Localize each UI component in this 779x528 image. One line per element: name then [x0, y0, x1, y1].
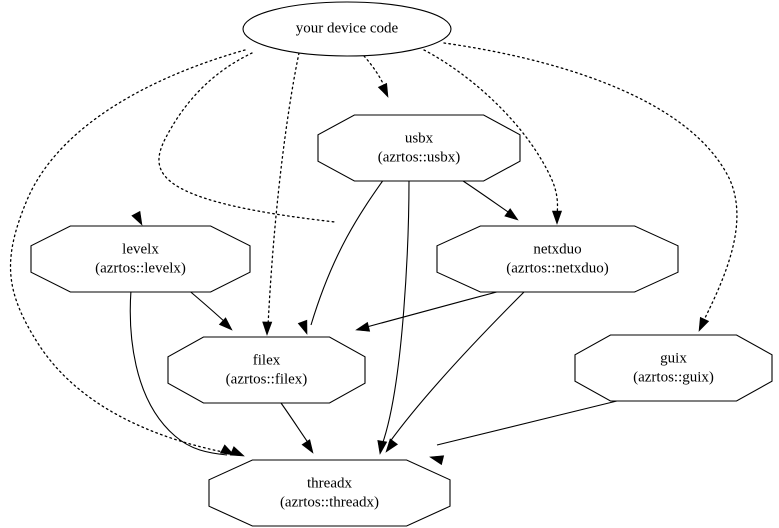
- arrowhead-triangle: [262, 321, 273, 336]
- arrowhead: [504, 208, 519, 221]
- arrowhead-triangle: [301, 439, 314, 454]
- node-usbx[interactable]: usbx(azrtos::usbx): [317, 114, 521, 182]
- arrowhead-triangle: [504, 208, 519, 221]
- node-label-netxduo: netxduo: [533, 241, 581, 257]
- node-namespace-filex: (azrtos::filex): [226, 371, 308, 387]
- edge-device-to-threadx: [9, 49, 246, 453]
- node-namespace-threadx: (azrtos::threadx): [280, 494, 379, 510]
- node-label-filex: filex: [253, 352, 281, 368]
- node-filex[interactable]: filex(azrtos::filex): [167, 336, 366, 404]
- node-shape-octagon-netxduo: [436, 225, 679, 293]
- arrowhead: [385, 438, 399, 453]
- node-shape-octagon-filex: [167, 336, 366, 404]
- arrowhead: [297, 319, 308, 335]
- arrowhead: [131, 210, 143, 226]
- arrowhead-triangle: [131, 210, 143, 226]
- node-label-device: your device code: [296, 20, 399, 36]
- node-shape-octagon-usbx: [317, 114, 521, 182]
- edge-device-to-usbx: [363, 55, 386, 89]
- arrowheads-layer: [131, 82, 710, 466]
- arrowhead: [218, 317, 233, 331]
- edge-device-to-guix: [443, 42, 738, 323]
- arrowhead: [262, 321, 273, 336]
- edge-netxduo-to-threadx: [388, 289, 527, 444]
- edge-device-to-filex: [267, 52, 300, 327]
- node-shape-octagon-guix: [574, 334, 773, 402]
- arrowhead: [355, 321, 371, 332]
- arrowhead: [229, 446, 245, 457]
- arrowhead-triangle: [297, 319, 308, 335]
- edge-netxduo-to-filex: [362, 288, 509, 329]
- node-shape-octagon-levelx: [30, 225, 251, 293]
- node-namespace-levelx: (azrtos::levelx): [95, 260, 186, 276]
- edge-device-to-netxduo: [423, 49, 559, 216]
- node-shape-octagon-threadx: [208, 459, 451, 527]
- arrowhead-triangle: [377, 440, 388, 455]
- node-guix[interactable]: guix(azrtos::guix): [574, 334, 773, 402]
- node-namespace-usbx: (azrtos::usbx): [378, 149, 460, 165]
- edge-guix-to-threadx: [436, 399, 622, 446]
- nodes-layer: your device codeusbx(azrtos::usbx)levelx…: [30, 1, 773, 527]
- node-label-levelx: levelx: [122, 241, 159, 257]
- edge-usbx-to-threadx: [381, 179, 410, 446]
- edge-levelx-to-threadx: [129, 289, 228, 456]
- arrowhead-triangle: [551, 210, 563, 225]
- node-namespace-guix: (azrtos::guix): [633, 369, 714, 385]
- arrowhead: [429, 455, 445, 466]
- arrowhead: [377, 82, 389, 98]
- node-device[interactable]: your device code: [242, 1, 452, 57]
- arrowhead: [698, 316, 710, 332]
- arrowhead-triangle: [377, 82, 389, 98]
- arrowhead-triangle: [218, 317, 233, 331]
- node-label-threadx: threadx: [307, 475, 352, 491]
- arrowhead: [301, 439, 314, 454]
- node-shape-ellipse-device: [242, 1, 452, 57]
- edge-usbx-to-netxduo: [456, 176, 512, 215]
- arrowhead: [219, 444, 235, 456]
- node-netxduo[interactable]: netxduo(azrtos::netxduo): [436, 225, 679, 293]
- arrowhead-triangle: [698, 316, 710, 332]
- edge-usbx-to-filex: [310, 178, 385, 326]
- edges-layer: [9, 42, 738, 456]
- arrowhead-triangle: [385, 438, 399, 453]
- arrowhead-triangle: [219, 444, 235, 456]
- edge-filex-to-threadx: [280, 402, 310, 445]
- arrowhead-triangle: [229, 446, 245, 457]
- arrowhead: [551, 210, 563, 225]
- node-levelx[interactable]: levelx(azrtos::levelx): [30, 225, 251, 293]
- node-label-guix: guix: [660, 350, 687, 366]
- arrowhead-triangle: [355, 321, 371, 332]
- arrowhead: [377, 440, 388, 455]
- node-label-usbx: usbx: [405, 130, 434, 146]
- edge-device-to-levelx: [158, 52, 336, 223]
- edge-levelx-to-filex: [185, 287, 227, 324]
- node-namespace-netxduo: (azrtos::netxduo): [506, 260, 608, 276]
- arrowhead-triangle: [429, 455, 445, 466]
- node-threadx[interactable]: threadx(azrtos::threadx): [208, 459, 451, 527]
